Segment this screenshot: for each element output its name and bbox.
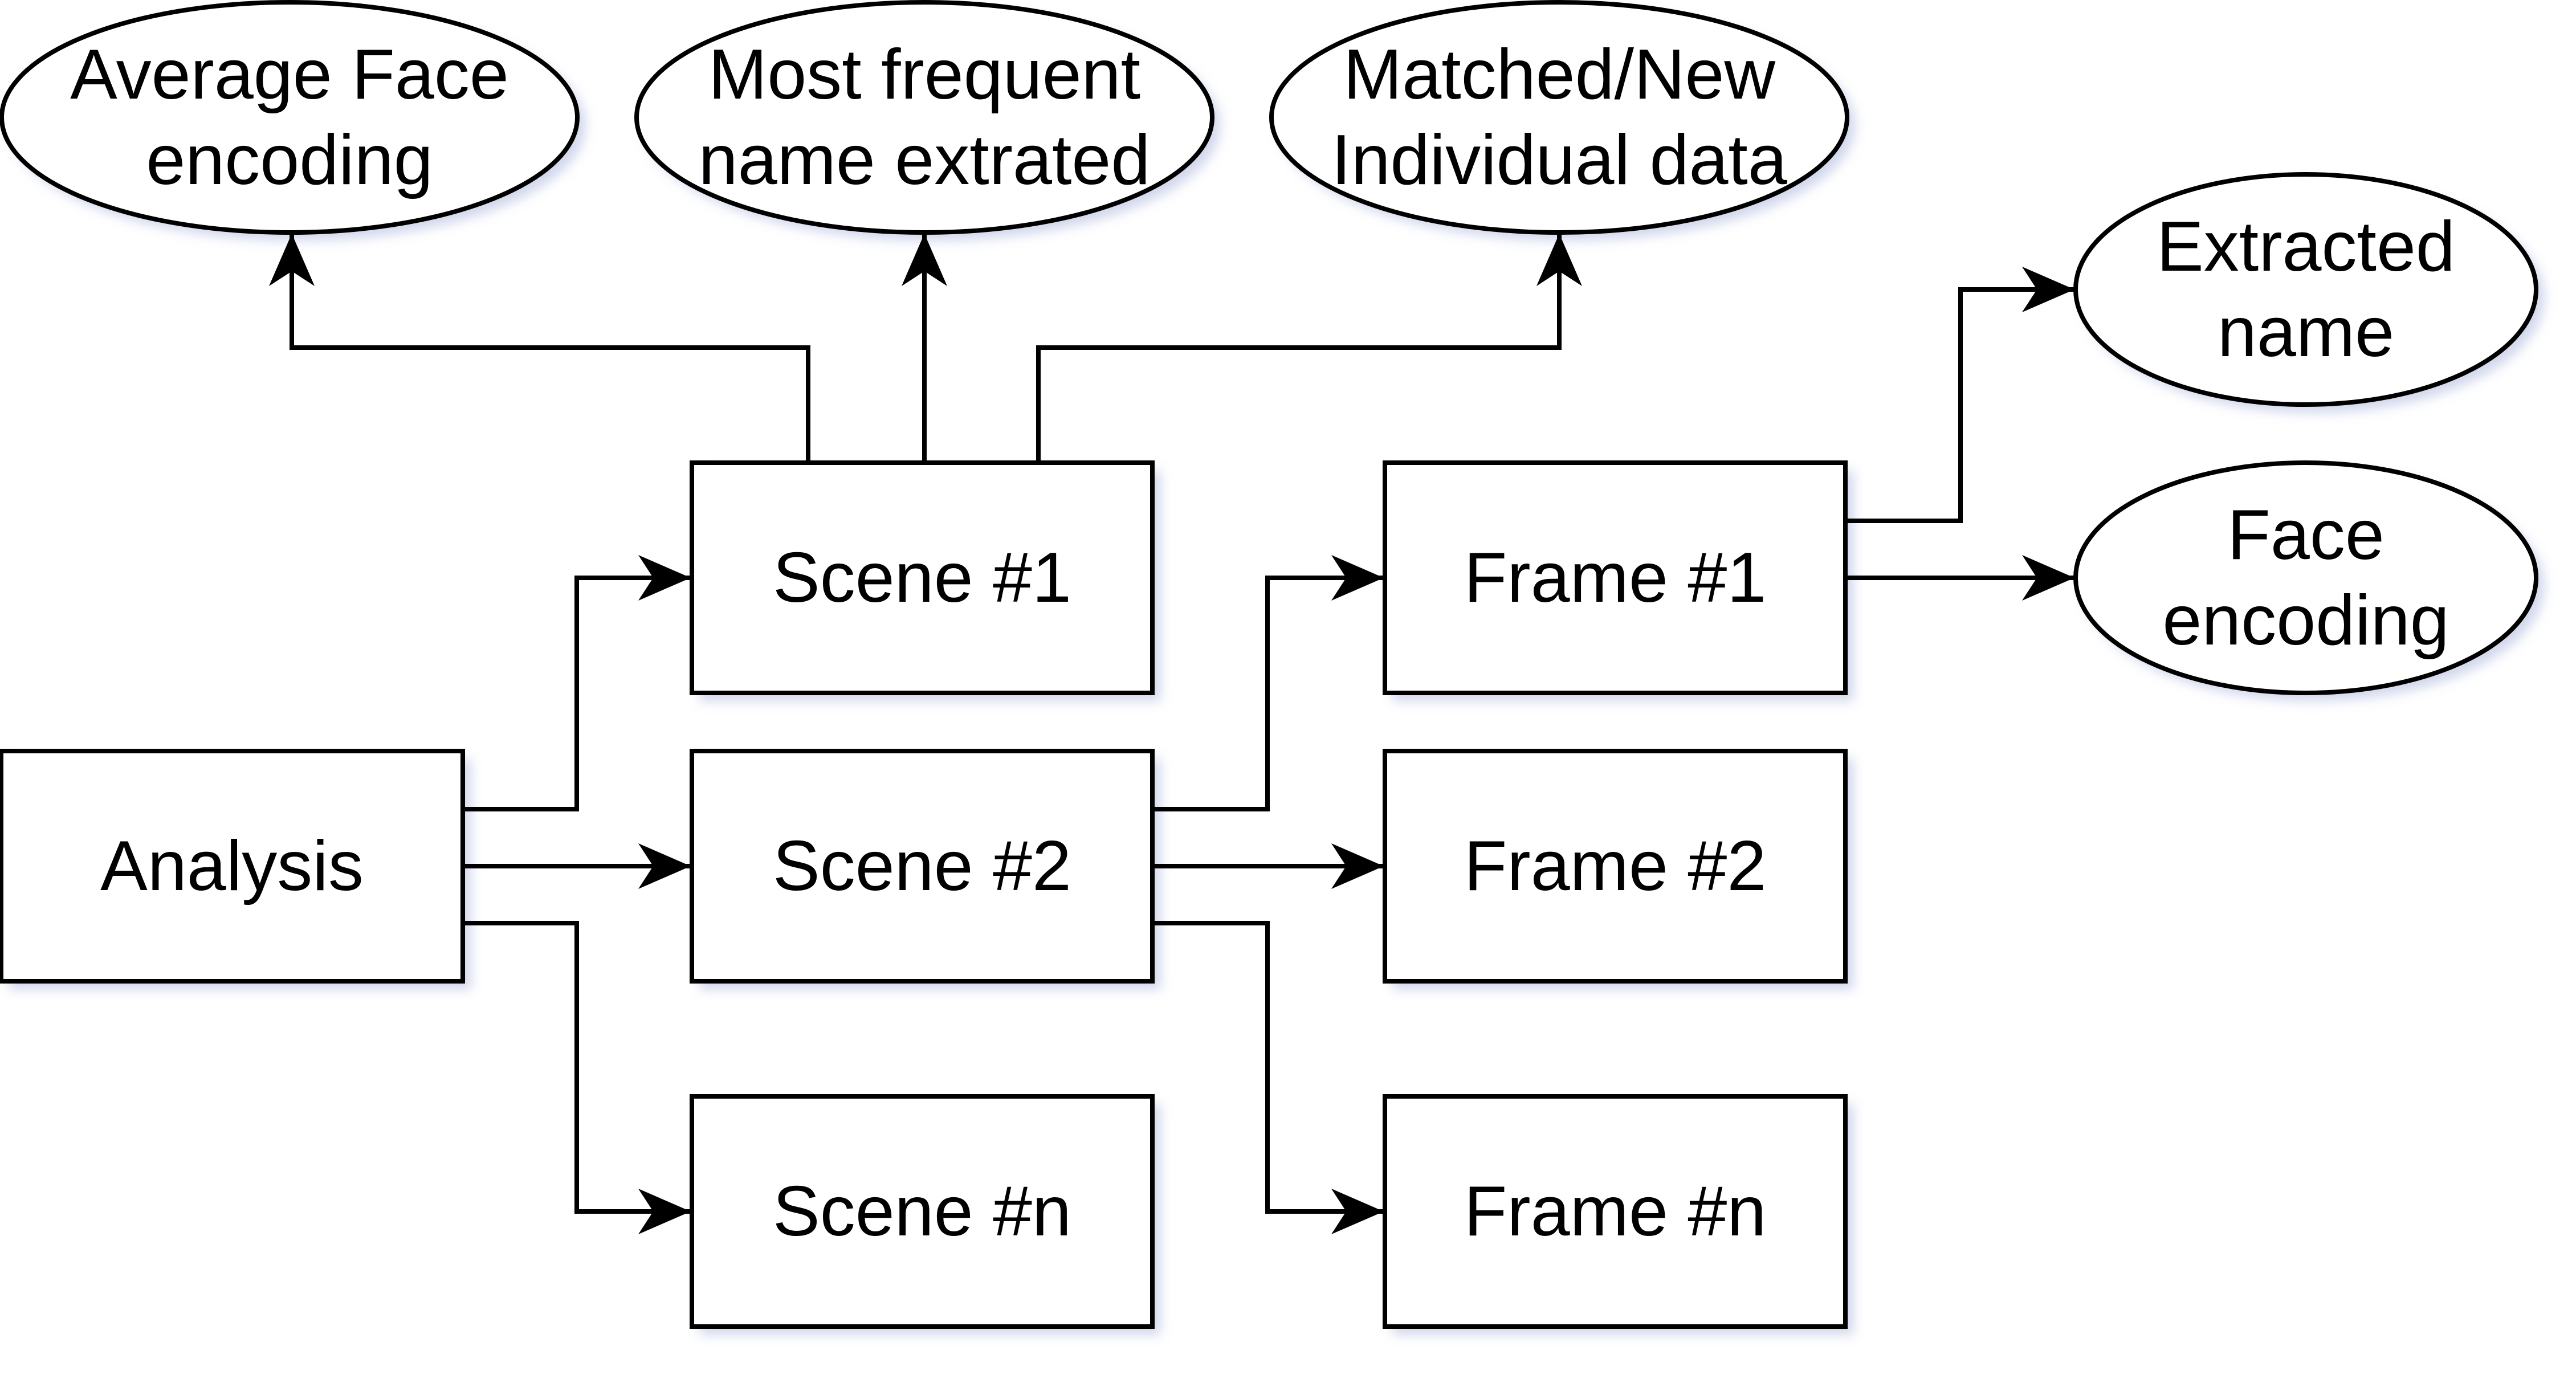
label-line: Frame #n	[1464, 1172, 1767, 1251]
label-line: Frame #2	[1464, 827, 1767, 905]
label-line: Scene #n	[773, 1172, 1071, 1251]
scene-1-label: Scene #1	[773, 538, 1071, 617]
analysis-node: Analysis	[0, 749, 465, 984]
label-line: Most frequent	[708, 35, 1140, 114]
label-line: Face	[2227, 496, 2385, 574]
label-line: Matched/New	[1343, 35, 1776, 114]
edge-analysis-to-scene-n	[463, 921, 691, 1234]
label-line: Extracted	[2157, 207, 2455, 286]
scene-n-node: Scene #n	[690, 1094, 1155, 1329]
label-line: Individual data	[1331, 121, 1787, 199]
node-layer: Analysis Scene #1 Scene #2 Scene #n Fram…	[0, 0, 2538, 1329]
label-line: encoding	[2162, 581, 2449, 660]
edge-scene-2-to-frame-1	[1152, 555, 1384, 811]
frame-1-node: Frame #1	[1383, 460, 1848, 695]
edge-scene-1-to-matched-new-individual	[1036, 234, 1582, 463]
scene-1-node: Scene #1	[690, 460, 1155, 695]
label-line: Frame #1	[1464, 538, 1767, 617]
frame-1-label: Frame #1	[1464, 538, 1767, 617]
edge-layer	[269, 234, 2074, 1234]
edge-frame-1-to-extracted-name	[1844, 267, 2074, 523]
edge-scene-2-to-frame-n	[1152, 921, 1384, 1234]
frame-n-label: Frame #n	[1464, 1172, 1767, 1251]
analysis-label: Analysis	[100, 827, 364, 905]
label-line: Analysis	[100, 827, 364, 905]
frame-n-node: Frame #n	[1383, 1094, 1848, 1329]
label-line: Scene #2	[773, 827, 1071, 905]
label-line: encoding	[146, 121, 433, 199]
frame-2-node: Frame #2	[1383, 749, 1848, 984]
label-line: name	[2218, 293, 2394, 372]
scene-2-label: Scene #2	[773, 827, 1071, 905]
edge-scene-1-to-average-face-encoding	[269, 234, 810, 463]
frame-2-label: Frame #2	[1464, 827, 1767, 905]
label-line: Scene #1	[773, 538, 1071, 617]
scene-n-label: Scene #n	[773, 1172, 1071, 1251]
label-line: name extrated	[699, 121, 1151, 199]
label-line: Average Face	[70, 35, 509, 114]
scene-2-node: Scene #2	[690, 749, 1155, 984]
edge-analysis-to-scene-1	[463, 555, 691, 811]
